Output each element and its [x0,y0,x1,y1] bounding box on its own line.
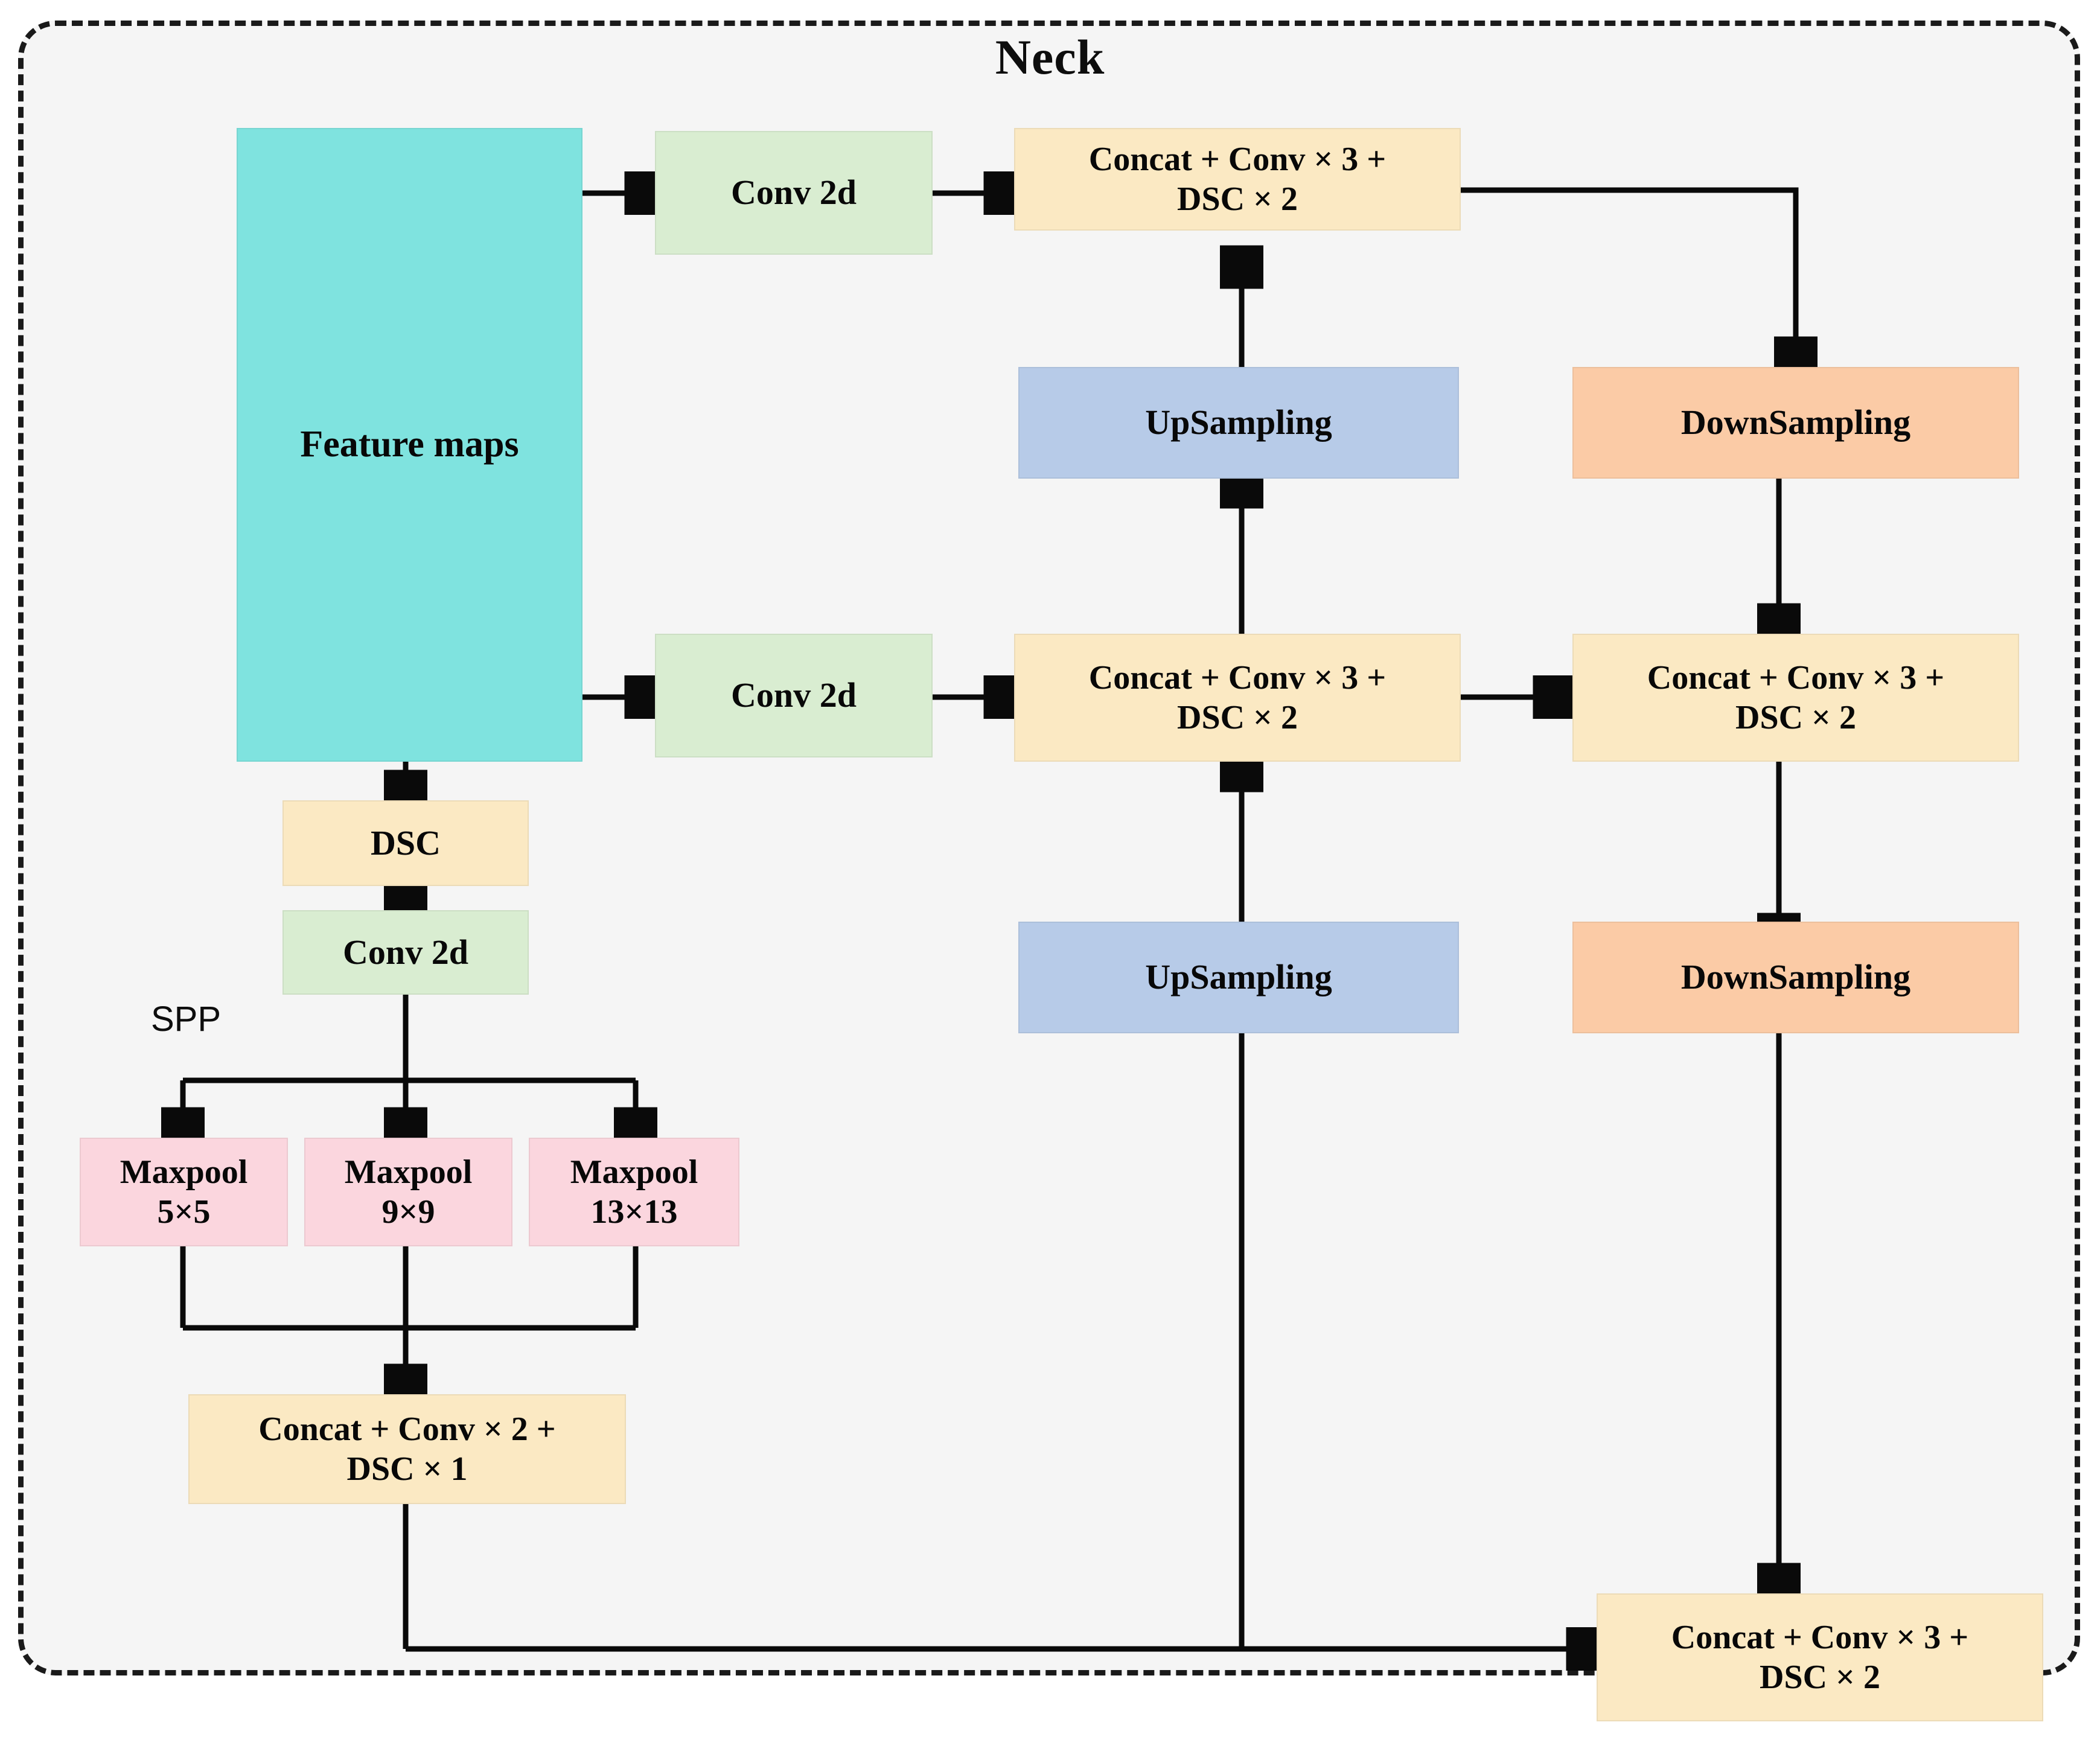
node-concat-bottom-right[interactable]: Concat + Conv × 3 +DSC × 2 [1597,1593,2043,1721]
node-downsampling-top-label: DownSampling [1680,403,1911,442]
node-downsampling-top[interactable]: DownSampling [1572,367,2019,479]
node-concat-top[interactable]: Concat + Conv × 3 +DSC × 2 [1014,128,1461,231]
node-upsampling-bottom-label: UpSampling [1145,957,1332,997]
node-concat-spp[interactable]: Concat + Conv × 2 +DSC × 1 [188,1394,626,1504]
node-upsampling-top-label: UpSampling [1145,403,1332,442]
node-concat-mid-right-label: Concat + Conv × 3 +DSC × 2 [1647,658,1945,736]
node-concat-spp-label: Concat + Conv × 2 +DSC × 1 [258,1410,556,1488]
page-title: Neck [995,30,1105,84]
node-dsc[interactable]: DSC [282,800,529,886]
node-conv-2d-spp[interactable]: Conv 2d [282,910,529,995]
node-concat-top-label: Concat + Conv × 3 +DSC × 2 [1088,140,1387,218]
node-concat-mid-right[interactable]: Concat + Conv × 3 +DSC × 2 [1572,634,2019,762]
node-concat-mid-left[interactable]: Concat + Conv × 3 +DSC × 2 [1014,634,1461,762]
spp-label: SPP [151,999,222,1039]
node-conv-2d-top[interactable]: Conv 2d [655,131,933,255]
node-conv-2d-spp-label: Conv 2d [343,932,468,972]
node-upsampling-bottom[interactable]: UpSampling [1018,922,1459,1033]
node-conv-2d-mid[interactable]: Conv 2d [655,634,933,757]
node-feature-maps[interactable]: Feature maps [237,128,582,762]
node-dsc-label: DSC [370,823,441,862]
node-concat-bottom-right-label: Concat + Conv × 3 +DSC × 2 [1671,1618,1969,1696]
node-conv-2d-mid-label: Conv 2d [731,675,857,715]
node-downsampling-bottom-label: DownSampling [1680,957,1911,997]
node-downsampling-bottom[interactable]: DownSampling [1572,922,2019,1033]
node-feature-maps-label: Feature maps [300,424,519,465]
node-conv-2d-top-label: Conv 2d [731,173,857,212]
node-concat-mid-left-label: Concat + Conv × 3 +DSC × 2 [1088,658,1387,736]
node-upsampling-top[interactable]: UpSampling [1018,367,1459,479]
